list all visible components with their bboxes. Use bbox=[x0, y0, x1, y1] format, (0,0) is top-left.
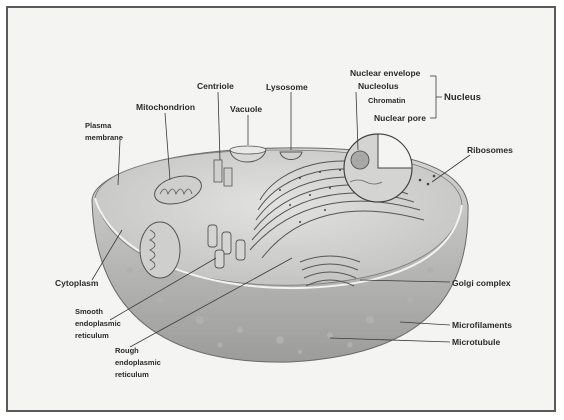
cytoplasm-label: Cytoplasm bbox=[55, 278, 99, 288]
vacuole-top bbox=[230, 146, 266, 154]
nucleus-label: Nucleus bbox=[444, 92, 481, 103]
nucleolus-label: Nucleolus bbox=[358, 81, 399, 91]
plasma-membrane-label: Plasma membrane bbox=[85, 121, 123, 142]
plasma-membrane-label-line1: Plasma bbox=[85, 121, 112, 130]
mitochondrion-organelle-2 bbox=[140, 222, 180, 278]
nucleus-organelle bbox=[344, 134, 412, 202]
smooth-er-label-line2: endoplasmic bbox=[75, 319, 121, 328]
chromatin-label: Chromatin bbox=[368, 96, 406, 105]
rough-er-label-line1: Rough bbox=[115, 346, 139, 355]
smooth-er-label-line3: reticulum bbox=[75, 331, 109, 340]
nuclear-pore-label: Nuclear pore bbox=[374, 113, 426, 123]
centriole-label: Centriole bbox=[197, 81, 234, 91]
lysosome-label: Lysosome bbox=[266, 82, 308, 92]
smooth-er-label-line1: Smooth bbox=[75, 307, 103, 316]
rough-er-label-line2: endoplasmic bbox=[115, 358, 161, 367]
golgi-complex-label: Golgi complex bbox=[452, 278, 511, 288]
nucleolus-organelle bbox=[351, 151, 369, 169]
vacuole-label: Vacuole bbox=[230, 104, 262, 114]
rough-er-label: Rough endoplasmic reticulum bbox=[115, 346, 163, 379]
rough-er-label-line3: reticulum bbox=[115, 370, 149, 379]
microfilaments-label: Microfilaments bbox=[452, 320, 512, 330]
mitochondrion-label: Mitochondrion bbox=[136, 102, 195, 112]
plasma-membrane-label-line2: membrane bbox=[85, 133, 123, 142]
nuclear-envelope-label: Nuclear envelope bbox=[350, 68, 421, 78]
smooth-er-label: Smooth endoplasmic reticulum bbox=[75, 307, 123, 340]
ribosomes-label: Ribosomes bbox=[467, 145, 513, 155]
microtubule-label: Microtubule bbox=[452, 337, 500, 347]
